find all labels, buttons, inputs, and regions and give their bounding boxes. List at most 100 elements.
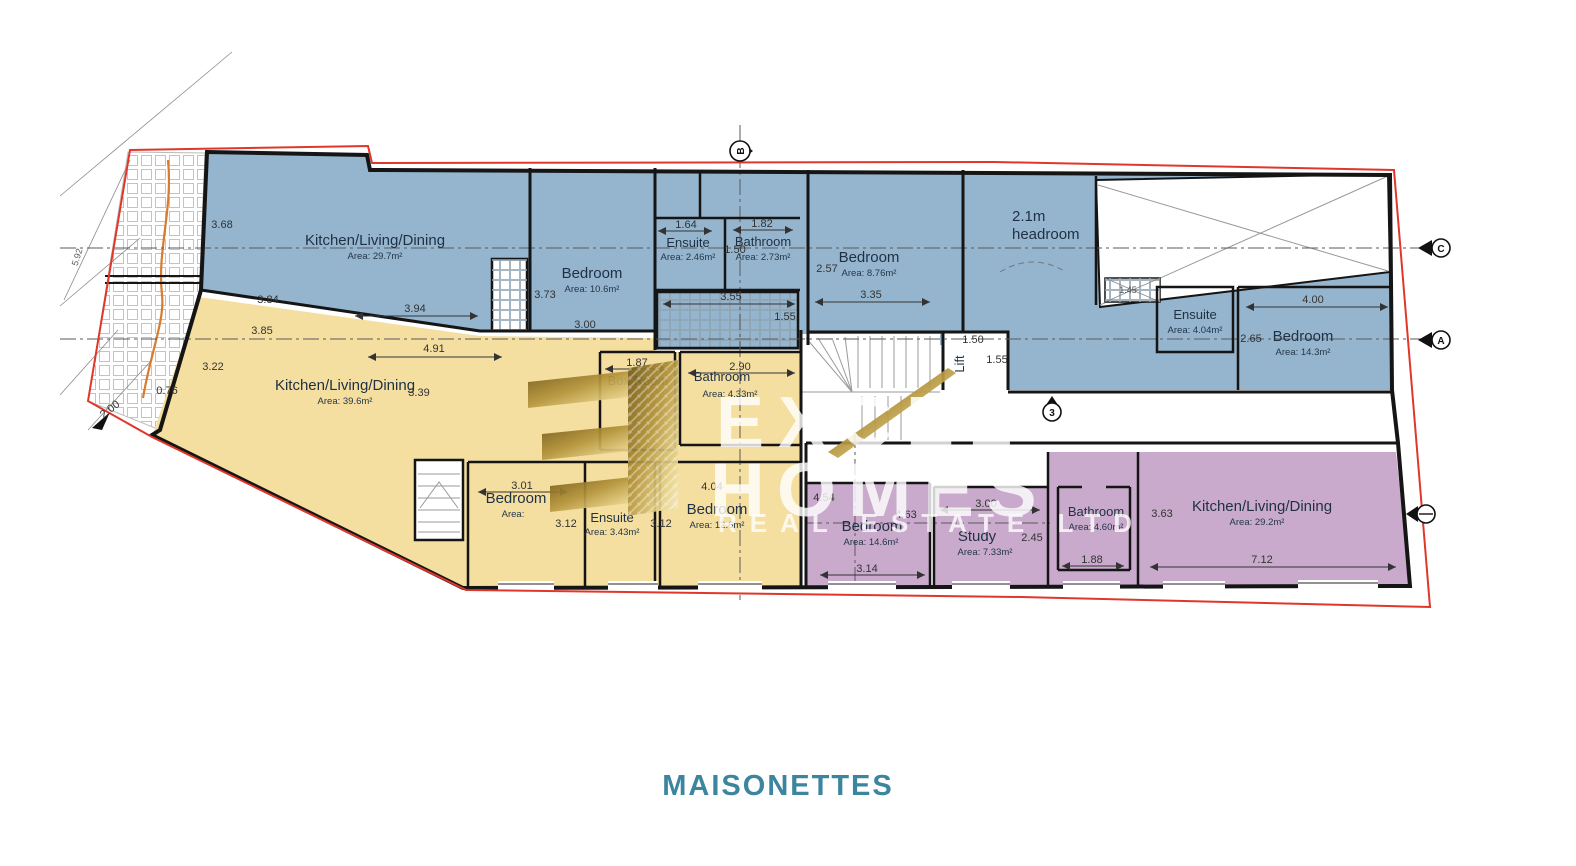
svg-text:Area: 14.6m²: Area: 14.6m²	[844, 537, 899, 548]
north-arrow	[92, 412, 110, 430]
svg-text:1.82: 1.82	[751, 218, 772, 230]
svg-text:1.88: 1.88	[1081, 554, 1102, 566]
svg-text:1.64: 1.64	[675, 219, 696, 231]
svg-text:1.55: 1.55	[774, 311, 795, 323]
svg-text:Area: 8.76m²: Area: 8.76m²	[842, 268, 897, 279]
svg-text:Area: 39.6m²: Area: 39.6m²	[318, 396, 373, 407]
svg-text:3.85: 3.85	[251, 325, 272, 337]
room-label: Bedroom	[842, 518, 903, 535]
svg-text:2.57: 2.57	[816, 263, 837, 275]
watermark-text: EXCEL	[716, 383, 1026, 463]
svg-text:Area: 3.43m²: Area: 3.43m²	[585, 527, 640, 538]
svg-text:2.45: 2.45	[1021, 532, 1042, 544]
headroom-note: headroom	[1012, 226, 1080, 243]
room-label: Ensuite	[590, 510, 633, 525]
svg-text:3.63: 3.63	[1151, 508, 1172, 520]
marker-B: B	[729, 140, 753, 162]
room-label: Bathroom	[694, 369, 750, 384]
svg-text:7.12: 7.12	[1251, 554, 1272, 566]
svg-text:3.94: 3.94	[404, 303, 425, 315]
section-marker-right-lower	[1406, 504, 1436, 524]
svg-text:Area: 29.7m²: Area: 29.7m²	[348, 251, 403, 262]
door-openings	[498, 580, 1378, 595]
svg-text:4.91: 4.91	[423, 343, 444, 355]
svg-text:4.04: 4.04	[701, 481, 722, 493]
grid-markers: B C A 3	[729, 140, 1451, 524]
shaft-small	[1104, 277, 1161, 303]
survey-lines	[59, 51, 233, 431]
svg-text:Area: 12.6m²: Area: 12.6m²	[690, 520, 745, 531]
svg-text:B: B	[736, 147, 747, 154]
watermark: EXCEL HOMES REAL ESTATE LTD	[528, 360, 1145, 538]
svg-text:4.63: 4.63	[895, 509, 916, 521]
svg-text:Area: 2.46m²: Area: 2.46m²	[661, 252, 716, 263]
svg-text:1.45: 1.45	[1119, 285, 1137, 295]
room-label: Bedroom	[687, 501, 748, 518]
svg-text:3.14: 3.14	[856, 563, 877, 575]
axis-lines	[60, 125, 1448, 600]
svg-text:Area: 4.04m²: Area: 4.04m²	[1168, 325, 1223, 336]
svg-text:Area: 4.60m²: Area: 4.60m²	[1069, 522, 1124, 533]
room-label: Bedroom	[486, 490, 547, 507]
svg-text:3.01: 3.01	[511, 480, 532, 492]
svg-text:3.68: 3.68	[211, 219, 232, 231]
room-label: Bathroom	[1068, 504, 1124, 519]
room-label: Study	[958, 528, 997, 545]
svg-text:1.50: 1.50	[962, 334, 983, 346]
page-title: MAISONETTES	[662, 770, 893, 802]
svg-text:Area: 29.2m²: Area: 29.2m²	[1230, 517, 1285, 528]
headroom-note: 2.1m	[1012, 208, 1045, 225]
svg-text:2.90: 2.90	[729, 361, 750, 373]
svg-text:1.55: 1.55	[986, 354, 1007, 366]
room-label: Ensuite	[1173, 307, 1216, 322]
svg-text:3.55: 3.55	[720, 291, 741, 303]
svg-text:3.84: 3.84	[257, 294, 278, 306]
room-label: Kitchen/Living/Dining	[1192, 498, 1332, 515]
svg-text:Area: 7.33m²: Area: 7.33m²	[958, 547, 1013, 558]
dimension-lines	[355, 226, 1396, 579]
svg-text:C: C	[1437, 244, 1444, 255]
svg-text:0.76: 0.76	[156, 385, 177, 397]
svg-text:2.65: 2.65	[1240, 333, 1261, 345]
svg-text:Area: 10.6m²: Area: 10.6m²	[565, 284, 620, 295]
watermark-text: HOMES	[710, 448, 1049, 533]
stairs-small	[413, 458, 465, 542]
room-label: Kitchen/Living/Dining	[275, 377, 415, 394]
svg-text:3.12: 3.12	[555, 518, 576, 530]
svg-text:3.22: 3.22	[202, 361, 223, 373]
svg-text:3.35: 3.35	[860, 289, 881, 301]
room-labels: Kitchen/Living/Dining Area: 29.7m² Bedro…	[275, 232, 1333, 558]
site-contour-line	[141, 159, 171, 399]
room-label: Bedroom	[1273, 328, 1334, 345]
room-label: Bedroom	[562, 265, 623, 282]
svg-text:3.39: 3.39	[408, 387, 429, 399]
svg-text:Area: 4.33m²: Area: 4.33m²	[703, 389, 758, 400]
room-label: Bedroom	[839, 249, 900, 266]
svg-text:4.54: 4.54	[813, 492, 834, 504]
excel-homes-logo-icon	[528, 360, 956, 516]
svg-text:5.92: 5.92	[70, 247, 85, 267]
svg-text:A: A	[1437, 336, 1444, 347]
svg-text:3.00: 3.00	[975, 498, 996, 510]
room-label: Bathroom	[735, 234, 791, 249]
headroom-arc	[999, 261, 1067, 273]
marker-A: A	[1418, 330, 1451, 350]
svg-text:1.50: 1.50	[724, 244, 745, 256]
svg-text:Area:: Area:	[502, 509, 525, 520]
lift-label: Lift	[952, 355, 967, 373]
svg-text:Area: 14.3m²: Area: 14.3m²	[1276, 347, 1331, 358]
svg-text:Area: 2.73m²: Area: 2.73m²	[736, 252, 791, 263]
room-label: Ensuite	[666, 235, 709, 250]
watermark-text: REAL ESTATE LTD	[718, 508, 1145, 538]
site-boundary	[86, 144, 1432, 609]
shaft-left	[490, 257, 529, 333]
svg-text:4.00: 4.00	[1302, 294, 1323, 306]
marker-C: C	[1418, 238, 1451, 258]
svg-text:3: 3	[1049, 408, 1055, 419]
room-label: Kitchen/Living/Dining	[305, 232, 445, 249]
svg-text:3.00: 3.00	[574, 319, 595, 331]
svg-text:3.12: 3.12	[650, 518, 671, 530]
svg-text:3.73: 3.73	[534, 289, 555, 301]
